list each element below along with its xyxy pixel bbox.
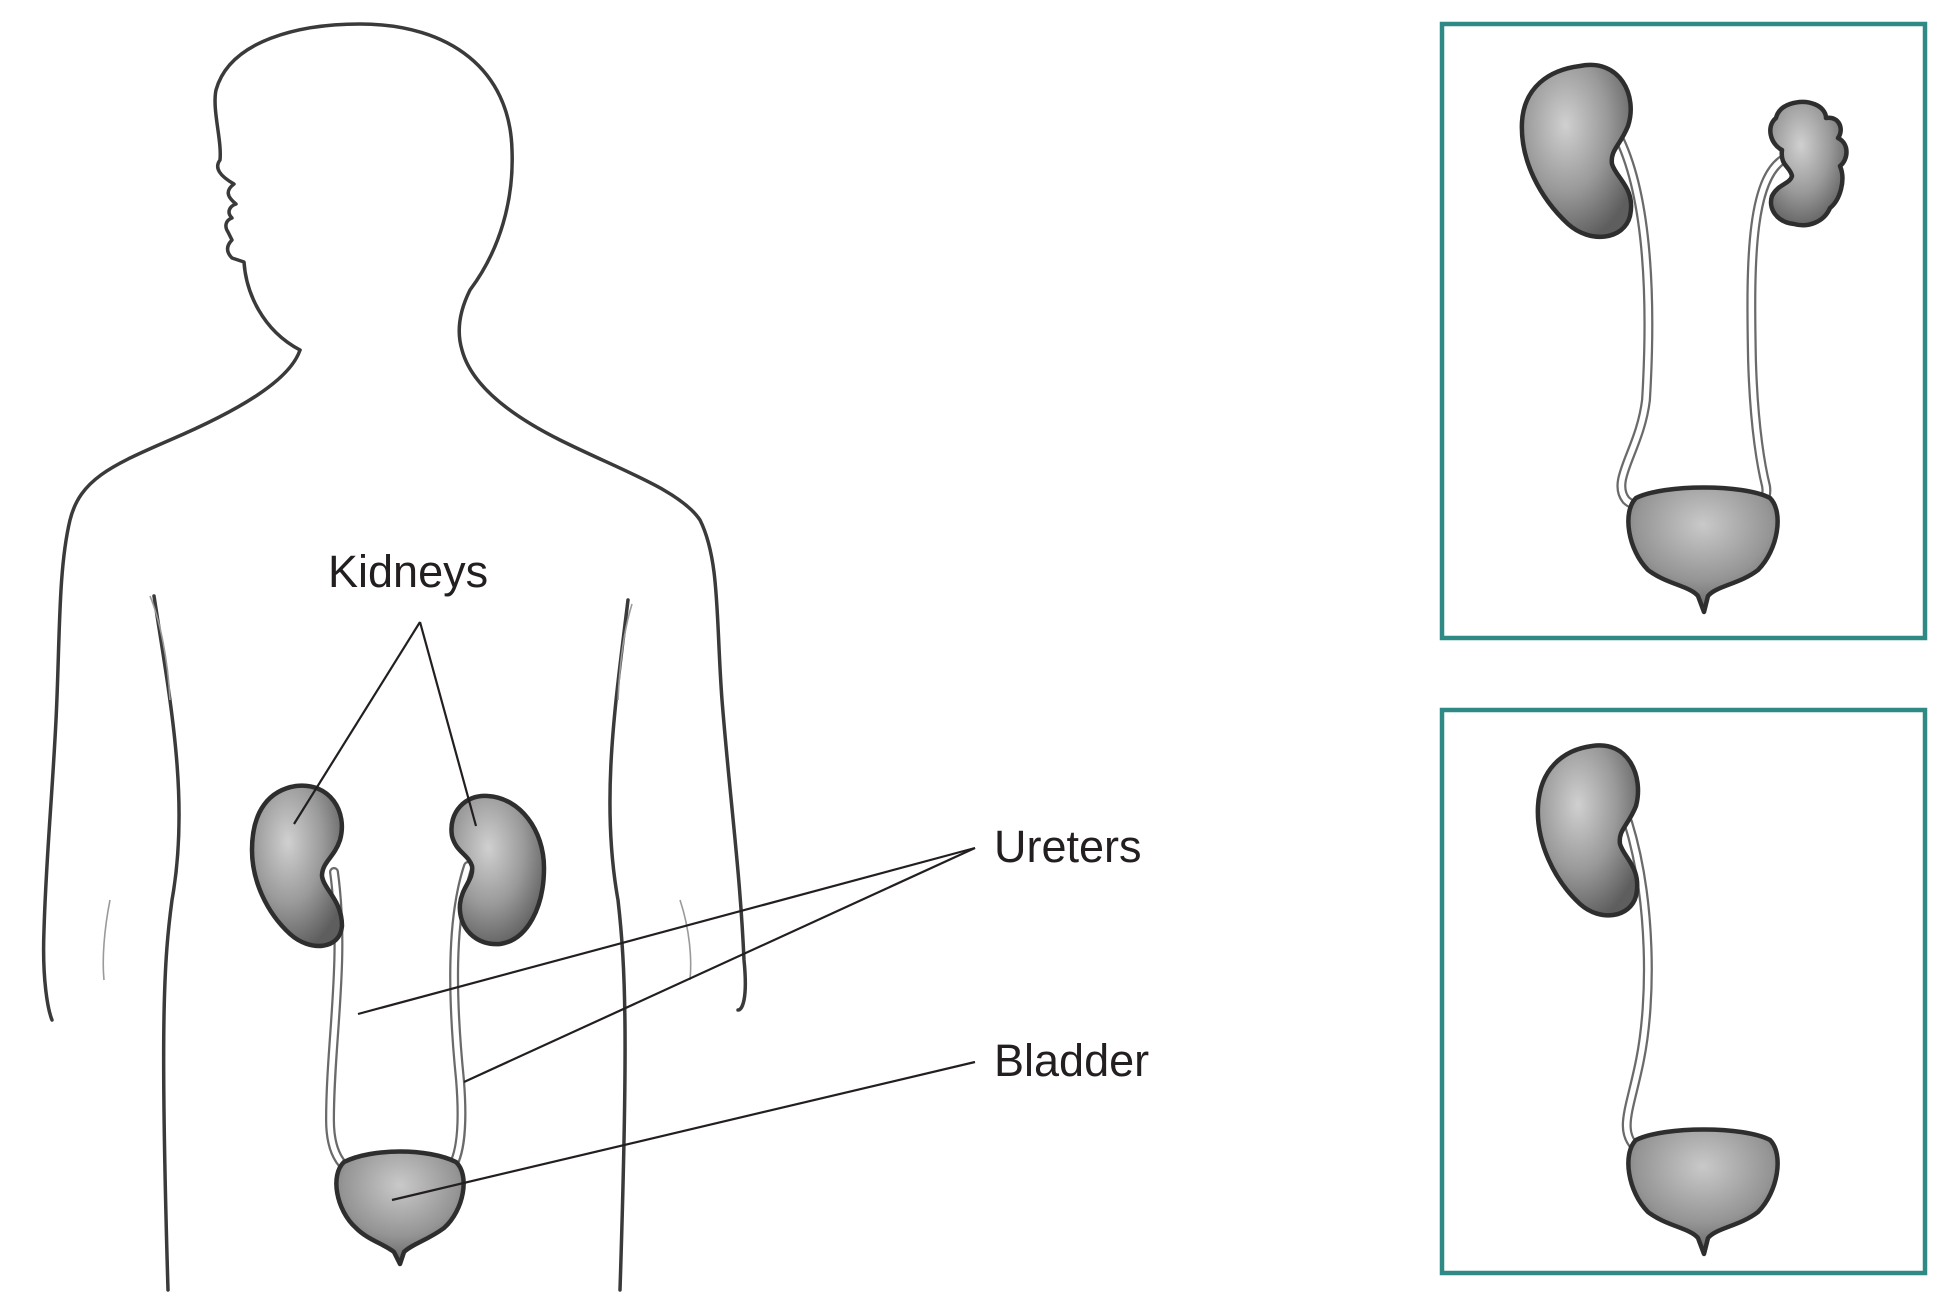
panel-bottom-bladder — [1626, 1127, 1780, 1257]
panel-top — [1439, 21, 1928, 641]
left-kidney-shape — [249, 783, 345, 949]
right-kidney-shape — [449, 793, 547, 947]
kidneys-label: Kidneys — [328, 546, 488, 597]
panel-top-small-kidney — [1768, 99, 1849, 228]
bladder-shape — [334, 1149, 466, 1267]
leader-lines — [293, 621, 976, 1202]
panel-bottom — [1439, 707, 1928, 1276]
panel-top-bladder — [1626, 485, 1780, 615]
main-urinary-tract — [249, 783, 547, 1267]
panel-top-normal-kidney — [1519, 62, 1634, 239]
panel-bottom-kidney — [1535, 743, 1641, 918]
body-outline — [41, 22, 748, 1292]
bladder-label: Bladder — [994, 1035, 1149, 1086]
ureters-label: Ureters — [994, 821, 1142, 872]
